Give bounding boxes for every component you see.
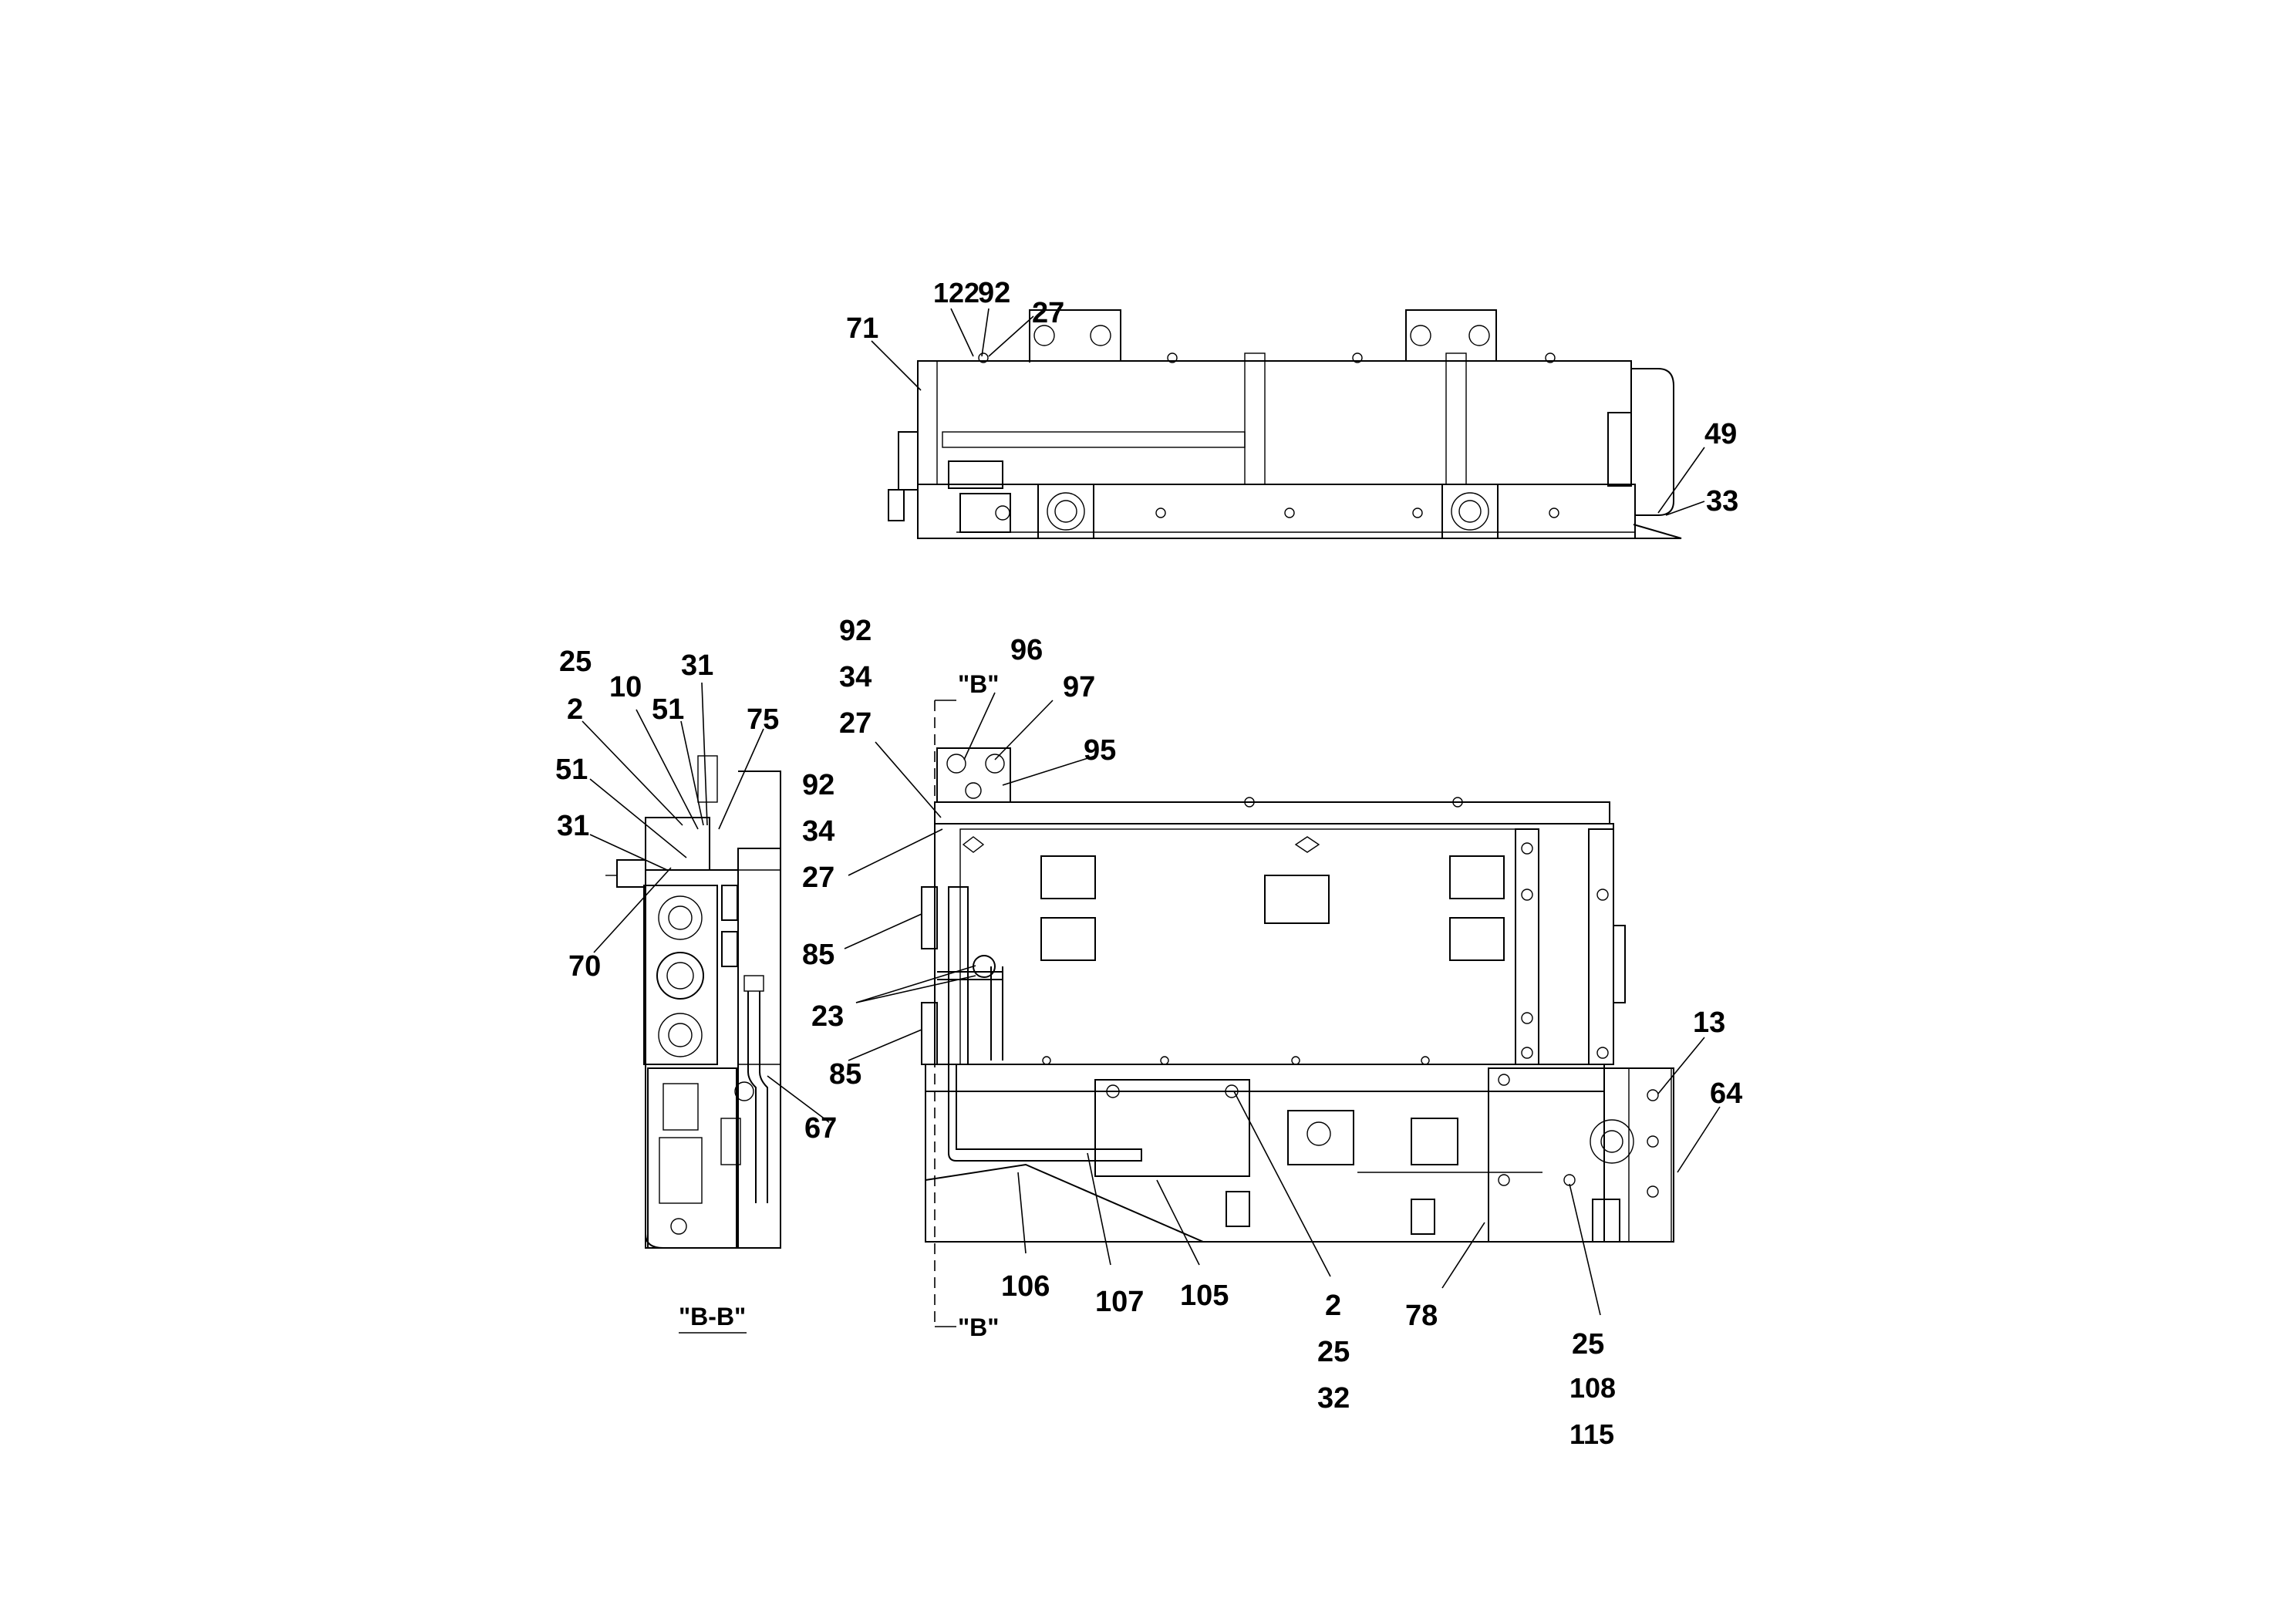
callout-92a: 92 [839,615,872,647]
callout-23: 23 [811,1000,844,1033]
callout-25: 25 [559,646,592,678]
callout-70: 70 [568,950,601,983]
callout-13: 13 [1693,1007,1725,1039]
callout-25c: 25 [1572,1328,1604,1361]
callout-2b: 2 [1325,1290,1341,1322]
callout-78: 78 [1405,1300,1438,1332]
callout-34b: 34 [802,815,834,848]
callout-105: 105 [1180,1280,1229,1312]
callout-92: 92 [978,277,1010,309]
section-title: "B-B" [679,1303,746,1330]
leader-lines [582,308,1721,1316]
callout-95: 95 [1084,734,1116,767]
callout-92b: 92 [802,769,834,801]
section-mark-bottom: "B" [958,1313,999,1341]
callout-106: 106 [1001,1270,1050,1303]
callout-34a: 34 [839,661,872,693]
callout-49: 49 [1704,418,1737,450]
section-view [605,755,781,1249]
callout-122: 122 [933,277,979,309]
callout-31: 31 [681,649,713,682]
callout-85b: 85 [829,1058,861,1091]
callout-27a: 27 [839,707,872,740]
callout-85a: 85 [802,939,834,971]
callout-67: 67 [804,1112,837,1145]
callout-97: 97 [1063,671,1095,703]
callout-115: 115 [1569,1418,1614,1450]
callout-2: 2 [567,693,583,726]
callout-51b: 51 [555,754,588,786]
front-view [921,700,1674,1327]
callout-31b: 31 [557,810,589,842]
callout-33: 33 [1706,485,1738,518]
callout-71: 71 [846,312,878,345]
callout-10: 10 [609,671,642,703]
callout-27: 27 [1032,297,1064,329]
callout-32: 32 [1317,1382,1350,1415]
callout-25b: 25 [1317,1336,1350,1368]
callout-51: 51 [652,693,684,726]
top-view [888,309,1682,539]
callout-107: 107 [1095,1286,1144,1318]
callout-108: 108 [1569,1372,1616,1404]
callout-75: 75 [747,703,779,736]
section-mark-top: "B" [958,670,999,698]
callouts: 71 122 92 27 49 33 25 2 10 51 31 75 51 3… [555,277,1742,1450]
callout-27b: 27 [802,862,834,894]
callout-96: 96 [1010,634,1043,666]
callout-64: 64 [1710,1077,1742,1110]
